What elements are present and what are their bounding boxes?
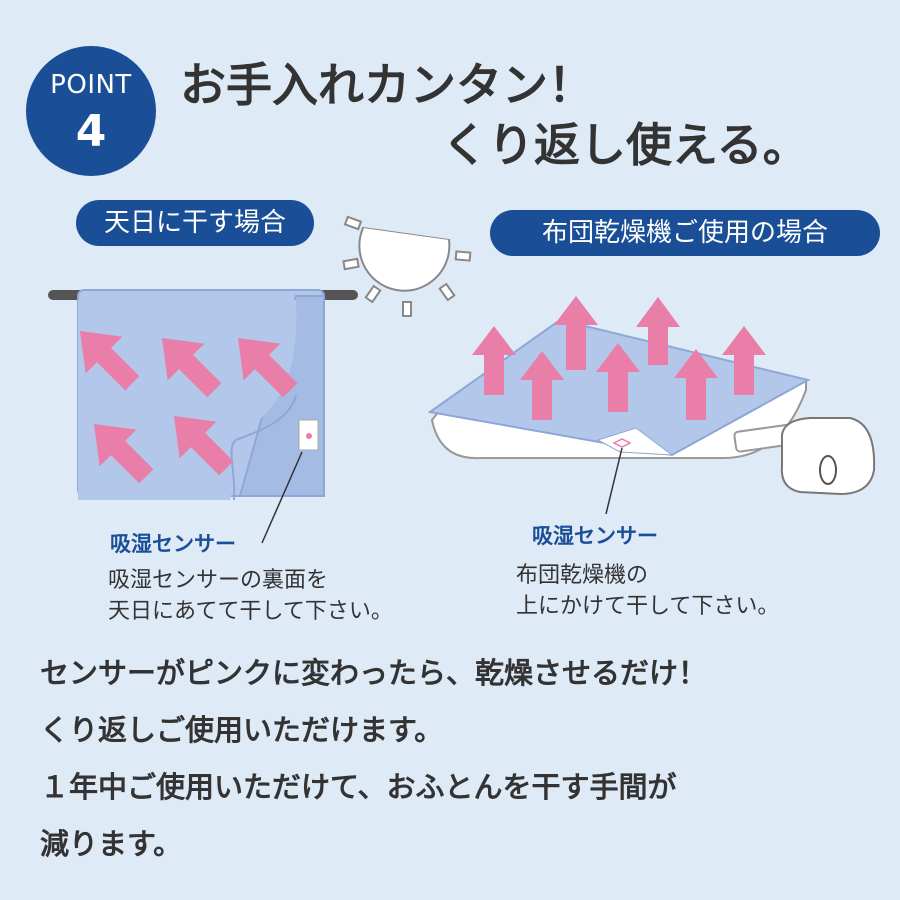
point-badge-number: 4 (75, 106, 107, 157)
body-text: センサーがピンクに変わったら、乾燥させるだけ！ くり返しご使用いただけます。 １… (40, 645, 880, 873)
headline: お手入れカンタン！ くり返し使える。 (180, 55, 880, 175)
right-description-line2: 上にかけて干して下さい。 (516, 594, 780, 619)
pink-arrow-icons-left (79, 330, 298, 484)
left-description-line2: 天日にあてて干して下さい。 (108, 599, 393, 624)
right-sensor-label: 吸湿センサー (532, 524, 658, 548)
body-line1: センサーがピンクに変わったら、乾燥させるだけ！ (40, 656, 708, 690)
left-sensor-label: 吸湿センサー (110, 532, 236, 556)
pink-arrow-icons-right (472, 296, 766, 420)
sun-icon (342, 215, 472, 317)
left-description: 吸湿センサーの裏面を 天日にあてて干して下さい。 (108, 565, 393, 627)
drying-pad-illustration (48, 289, 358, 544)
body-line4: 減ります。 (40, 827, 183, 861)
point-badge: POINT 4 (26, 46, 156, 176)
headline-line1: お手入れカンタン！ (180, 58, 594, 112)
right-panel-title: 布団乾燥機ご使用の場合 (490, 210, 880, 256)
headline-line2: くり返し使える。 (442, 118, 809, 172)
right-description-line1: 布団乾燥機の (516, 563, 649, 588)
body-line3: １年中ご使用いただけて、おふとんを干す手間が (40, 770, 677, 804)
body-line2: くり返しご使用いただけます。 (40, 713, 444, 747)
point-badge-word: POINT (50, 70, 132, 100)
left-panel-title: 天日に干す場合 (76, 200, 314, 246)
left-description-line1: 吸湿センサーの裏面を (108, 568, 329, 593)
right-description: 布団乾燥機の 上にかけて干して下さい。 (516, 560, 779, 622)
